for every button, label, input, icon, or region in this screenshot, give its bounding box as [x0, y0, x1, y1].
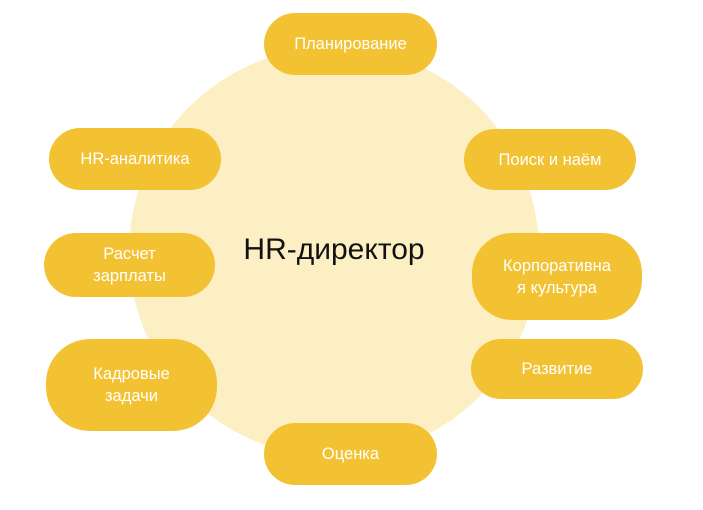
node-search-hiring: Поиск и наём: [464, 129, 636, 190]
node-hr-tasks: Кадровые задачи: [46, 339, 217, 431]
node-hr-analytics-label-line-1: HR-аналитика: [80, 150, 190, 168]
node-payroll-label-line-1: Расчет: [103, 245, 156, 263]
node-hr-tasks-label-line-2: задачи: [104, 387, 158, 405]
node-development: Развитие: [471, 339, 643, 399]
node-evaluation-label-line-1: Оценка: [321, 445, 380, 463]
node-corporate-culture-label-line-1: Корпоративна: [503, 256, 611, 275]
node-payroll: Расчет зарплаты: [44, 233, 215, 297]
node-planning: Планирование: [264, 13, 437, 75]
node-search-hiring-label-line-1: Поиск и наём: [498, 150, 602, 169]
node-corporate-culture: Корпоративна я культура: [472, 233, 642, 320]
node-corporate-culture-label-line-2: я культура: [517, 278, 597, 297]
center-title: HR-директор: [243, 233, 425, 266]
node-hr-analytics: HR-аналитика: [49, 128, 221, 190]
node-payroll-label-line-2: зарплаты: [93, 267, 166, 285]
node-development-label-line-1: Развитие: [521, 360, 593, 378]
node-evaluation: Оценка: [264, 423, 437, 485]
node-hr-tasks-label-line-1: Кадровые: [93, 365, 170, 383]
node-planning-label-line-1: Планирование: [294, 35, 407, 53]
